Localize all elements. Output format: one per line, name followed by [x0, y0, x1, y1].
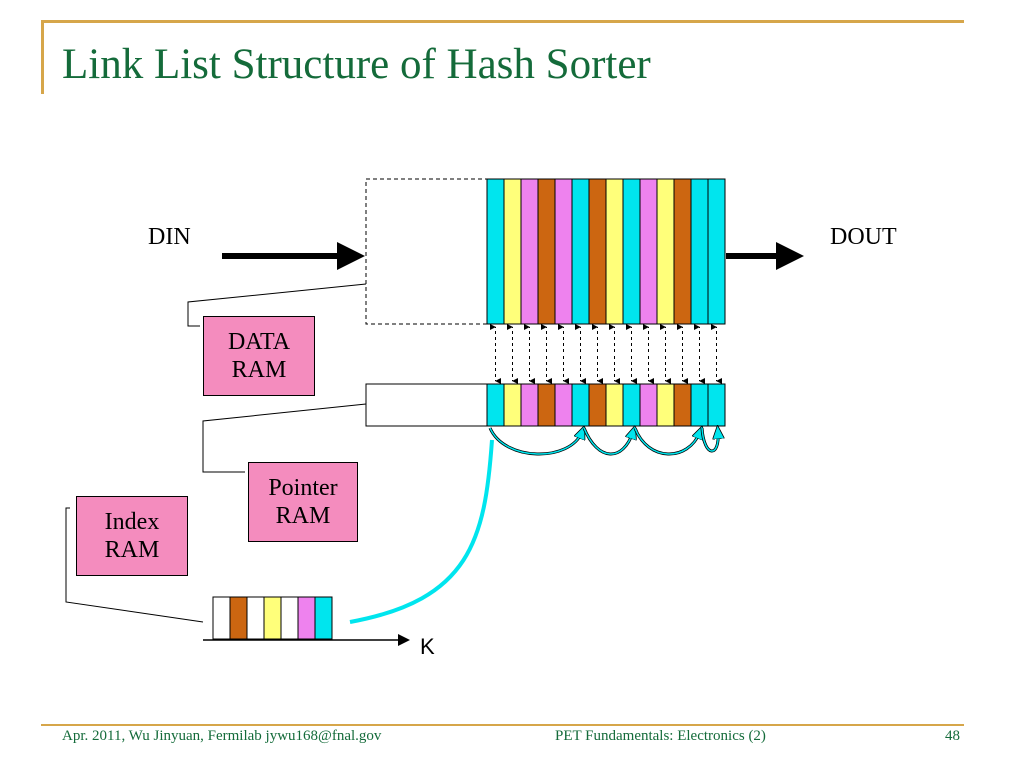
k-axis-arrowhead [398, 634, 410, 646]
index-ram-cell-7 [314, 596, 333, 640]
pointer-ram-cell-11 [656, 383, 675, 427]
pointer-chain-links [488, 428, 718, 456]
pointer-ram-cell-7 [588, 383, 607, 427]
pointer-ram-cell-4 [537, 383, 556, 427]
k-axis-label: K [420, 634, 435, 659]
title-accent-vertical [41, 20, 44, 94]
data-ram-cell-14 [707, 178, 726, 325]
data-ram-cell-6 [571, 178, 590, 325]
data-ram-cell-9 [622, 178, 641, 325]
footer-page-number: 48 [945, 728, 960, 744]
pointer-ram-cell-5 [554, 383, 573, 427]
index-ram-box: Index RAM [76, 496, 188, 576]
data-ram-cell-4 [537, 178, 556, 325]
pointer-ram-label-line1: Pointer [268, 475, 338, 501]
index-to-pointer-link [349, 439, 494, 624]
data-ram-leader [187, 283, 367, 327]
pointer-ram-cells [486, 383, 726, 427]
data-ram-cell-7 [588, 178, 607, 325]
slide-title: Link List Structure of Hash Sorter [62, 41, 651, 88]
index-ram-cell-1 [212, 596, 231, 640]
pointer-ram-cell-1 [486, 383, 505, 427]
index-ram-cell-2 [229, 596, 248, 640]
data-ram-cell-3 [520, 178, 539, 325]
data-ram-box: DATA RAM [203, 316, 315, 396]
index-ram-cell-6 [297, 596, 316, 640]
pointer-ram-label-line2: RAM [275, 503, 331, 529]
data-pointer-connectors [490, 324, 722, 384]
dout-label: DOUT [830, 224, 897, 250]
pointer-ram-leader [202, 403, 367, 473]
footer-course: PET Fundamentals: Electronics (2) [555, 728, 766, 744]
data-ram-cell-11 [656, 178, 675, 325]
data-ram-cells [486, 178, 726, 325]
din-label: DIN [148, 224, 191, 250]
pointer-ram-cell-6 [571, 383, 590, 427]
pointer-ram-cell-2 [503, 383, 522, 427]
index-ram-leader [65, 507, 204, 623]
pointer-ram-cell-3 [520, 383, 539, 427]
data-ram-label-line1: DATA [227, 329, 291, 355]
pointer-ram-cell-13 [690, 383, 709, 427]
index-ram-cell-3 [246, 596, 265, 640]
footer-author: Apr. 2011, Wu Jinyuan, Fermilab jywu168@… [62, 728, 382, 744]
index-ram-label-line2: RAM [104, 537, 160, 563]
index-ram-cell-4 [263, 596, 282, 640]
index-ram-label-line1: Index [104, 509, 160, 535]
data-ram-cell-13 [690, 178, 709, 325]
data-ram-cell-5 [554, 178, 573, 325]
pointer-ram-cell-9 [622, 383, 641, 427]
data-ram-empty-region [365, 178, 488, 325]
pointer-ram-cell-8 [605, 383, 624, 427]
pointer-ram-cell-10 [639, 383, 658, 427]
index-ram-cell-5 [280, 596, 299, 640]
data-ram-cell-12 [673, 178, 692, 325]
index-ram-cells [212, 596, 333, 640]
footer-rule [41, 724, 964, 726]
din-arrow [222, 242, 365, 270]
dout-arrow [726, 242, 804, 270]
pointer-ram-cell-14 [707, 383, 726, 427]
data-ram-cell-2 [503, 178, 522, 325]
data-ram-label-line2: RAM [231, 357, 287, 383]
data-ram-cell-1 [486, 178, 505, 325]
pointer-ram-empty-region [365, 383, 488, 427]
title-accent-horizontal [41, 20, 964, 23]
data-ram-cell-10 [639, 178, 658, 325]
pointer-ram-box: Pointer RAM [248, 462, 358, 542]
pointer-ram-cell-12 [673, 383, 692, 427]
data-ram-cell-8 [605, 178, 624, 325]
